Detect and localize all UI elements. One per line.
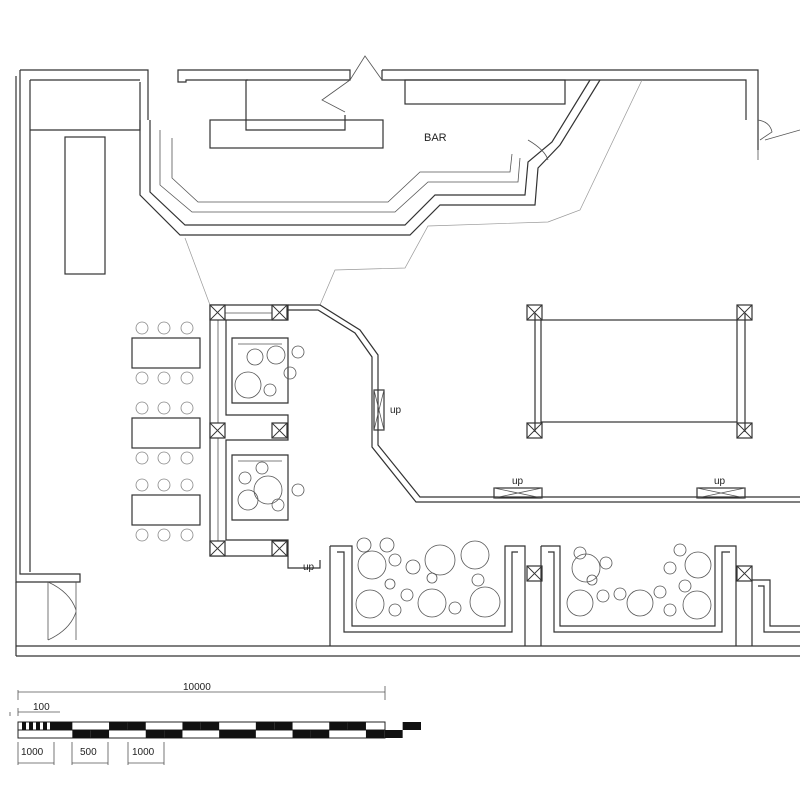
scale-block — [200, 722, 220, 730]
chair — [180, 478, 194, 492]
chair — [157, 528, 171, 542]
scale-block — [402, 722, 421, 730]
dining-tables — [131, 321, 201, 542]
chair — [135, 528, 149, 542]
chair — [157, 321, 171, 335]
scale-block — [274, 722, 293, 730]
chair — [135, 451, 149, 465]
chair — [180, 401, 194, 415]
scale-bar: 10000 100 1000 500 1000 — [9, 682, 421, 765]
scale-tick — [36, 722, 40, 730]
scale-tick — [43, 722, 47, 730]
column — [271, 304, 288, 321]
scale-block — [54, 722, 73, 730]
scale-blocks — [22, 722, 421, 738]
scale-block — [329, 722, 348, 730]
scale-block — [109, 722, 128, 730]
scale-block — [164, 730, 183, 738]
chair — [135, 401, 149, 415]
scale-block — [310, 730, 330, 738]
chair — [180, 451, 194, 465]
ramp-label: up — [512, 476, 524, 487]
scale-block — [384, 730, 403, 738]
scale-seg-label: 1000 — [21, 747, 44, 758]
scale-tick — [22, 722, 26, 730]
booth-plants — [234, 345, 305, 512]
scale-block — [347, 722, 366, 730]
ramp-label: up — [390, 405, 402, 416]
scale-block — [237, 730, 256, 738]
dining-table — [131, 478, 201, 542]
upper-level-outline — [184, 79, 800, 503]
chair — [180, 528, 194, 542]
canopy-frame — [534, 313, 746, 432]
chair — [135, 321, 149, 335]
ramp-label: up — [714, 476, 726, 487]
outer-walls — [15, 69, 800, 657]
scale-seg-label: 1000 — [132, 747, 155, 758]
bar-area: BAR — [30, 79, 601, 236]
scale-tick — [29, 722, 33, 730]
chair — [157, 371, 171, 385]
table-top — [131, 494, 201, 526]
scale-small-label: 100 — [33, 702, 50, 713]
dining-table — [131, 321, 201, 385]
column — [209, 422, 226, 439]
chair — [157, 478, 171, 492]
scale-total-label: 10000 — [183, 682, 211, 693]
scale-block — [72, 730, 91, 738]
scale-block — [255, 722, 275, 730]
chair — [180, 371, 194, 385]
storage-unit — [64, 136, 106, 275]
planters — [329, 537, 800, 646]
scale-seg-label: 500 — [80, 747, 97, 758]
columns — [209, 304, 753, 582]
chair — [157, 401, 171, 415]
chair — [180, 321, 194, 335]
doors — [47, 55, 800, 641]
ramps: up up up up — [287, 389, 746, 573]
scale-block — [365, 730, 385, 738]
scale-block — [145, 730, 165, 738]
chair — [135, 478, 149, 492]
ramp-label: up — [303, 562, 315, 573]
column — [271, 540, 288, 557]
scale-block — [292, 730, 311, 738]
scale-block — [219, 730, 238, 738]
planter-plants — [355, 537, 712, 620]
column — [209, 304, 226, 321]
column — [271, 422, 288, 439]
column — [736, 565, 753, 582]
column — [209, 540, 226, 557]
chair — [135, 371, 149, 385]
dining-table — [131, 401, 201, 465]
table-top — [131, 337, 201, 369]
scale-block — [90, 730, 110, 738]
column — [526, 565, 543, 582]
chair — [157, 451, 171, 465]
bar-label: BAR — [424, 132, 447, 144]
scale-block — [127, 722, 146, 730]
scale-block — [182, 722, 201, 730]
table-top — [131, 417, 201, 449]
scale-tick — [50, 722, 54, 730]
